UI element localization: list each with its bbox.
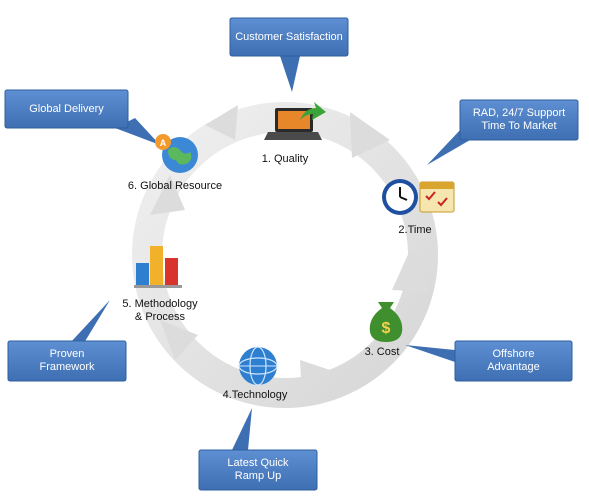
cycle-arrowhead (150, 175, 185, 215)
step-technology-label: 4.Technology (222, 389, 288, 401)
callout-rad-support (427, 99, 579, 165)
svg-text:A: A (160, 138, 167, 148)
latest-quick-ramp-up-callout: Latest Quick Ramp Up (227, 457, 289, 482)
step-cost-label: 3. Cost (364, 346, 400, 358)
callout-proven-framework (7, 300, 127, 382)
globe-pin-icon: A (155, 134, 198, 173)
proven-framework-callout: Proven Framework (39, 348, 95, 373)
bar-chart-icon (134, 246, 182, 288)
money-bag-icon: $ (369, 302, 403, 342)
offshore-advantage-callout: Offshore Advantage (487, 348, 540, 373)
customer-satisfaction-callout: Customer Satisfaction (235, 30, 343, 43)
global-delivery-callout: Global Delivery (29, 102, 104, 115)
callout-global-delivery (4, 89, 160, 145)
cycle-arrowhead (392, 250, 430, 292)
svg-text:$: $ (382, 320, 391, 337)
callout-offshore-advantage (405, 340, 573, 382)
rad-support-callout: RAD, 24/7 Support Time To Market (472, 107, 566, 132)
globe-network-icon (238, 346, 278, 386)
step-quality-label: 1. Quality (261, 153, 309, 165)
laptop-arrow-icon (264, 102, 326, 140)
clock-calendar-icon (382, 179, 455, 215)
cycle-arrowhead (350, 112, 390, 158)
cycle-arrowhead (205, 105, 238, 140)
step-global-resource-label: 6. Global Resource (127, 180, 223, 192)
step-time-label: 2.Time (398, 224, 432, 236)
callout-latest-quick-ramp-up (198, 408, 318, 491)
cycle-arrowhead (300, 360, 330, 398)
step-methodology-label: 5. Methodology & Process (122, 298, 198, 323)
callout-customer-satisfaction (229, 17, 349, 92)
cycle-arrowhead (160, 320, 198, 360)
